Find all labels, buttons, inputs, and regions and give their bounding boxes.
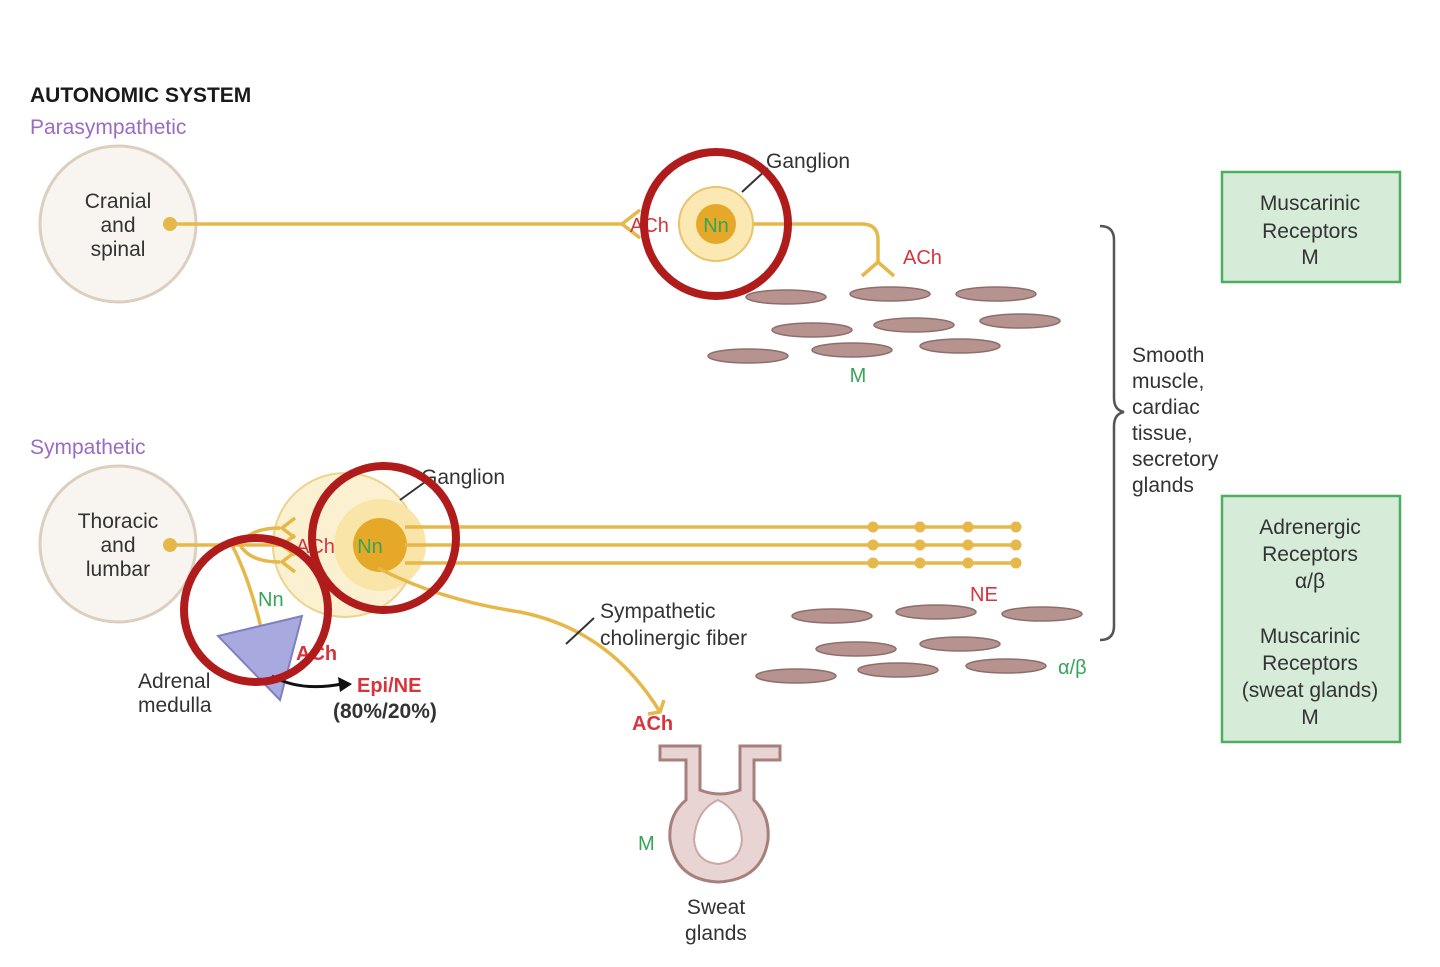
parasympathetic-synapse-terminal [619, 208, 642, 240]
smooth-muscle-cell [707, 348, 789, 364]
smooth-muscle-cell [857, 662, 939, 678]
parasympathetic-postganglionic-ach: ACh [903, 247, 942, 269]
receptor-box-1-line-3: M [1301, 246, 1319, 269]
smooth-muscle-cell [745, 289, 827, 305]
smooth-muscle-cell [849, 286, 931, 302]
parasympathetic-ganglion-nucleus [696, 204, 736, 244]
sweat-label-line-1: Sweat [687, 896, 746, 919]
varicosities [867, 521, 1022, 569]
adrenal-highlight-ring [180, 534, 332, 686]
sympathetic-origin-line-2: and [100, 534, 135, 557]
parasympathetic-section-label: Parasympathetic [30, 116, 186, 139]
sympathetic-ganglion-highlight-ring [308, 462, 460, 614]
diagram-title: AUTONOMIC SYSTEM [30, 84, 251, 107]
sympathetic-origin-line-1: Thoracic [78, 510, 159, 533]
targets-brace [1099, 224, 1125, 642]
parasympathetic-pathway: Cranial and spinal Nn ACh Ganglion ACh [38, 144, 1061, 387]
targets-label-line-2: muscle, [1132, 370, 1204, 393]
smooth-muscle-cell [895, 604, 977, 620]
sympathetic-pregang-branch-bottom [238, 544, 281, 564]
adrenal-label-line-1: Adrenal [138, 670, 210, 693]
parasympathetic-ganglion-label: Ganglion [766, 150, 850, 173]
cholinergic-fiber-pointer [565, 617, 595, 645]
targets-label-line-6: glands [1132, 474, 1194, 497]
parasympathetic-origin-line-3: spinal [91, 238, 146, 261]
sympathetic-ganglion-nucleus [353, 518, 407, 572]
sympathetic-section-label: Sympathetic [30, 436, 146, 459]
sweat-gland [658, 744, 782, 884]
sympathetic-ganglion-label: Ganglion [421, 466, 505, 489]
sympathetic-postganglionic-fibers [405, 521, 1022, 569]
sympathetic-smooth-muscle [755, 604, 1083, 684]
smooth-muscle-cell [873, 317, 955, 333]
epi-release-arrowhead [338, 677, 352, 692]
sympathetic-origin-line-3: lumbar [86, 558, 150, 581]
smooth-muscle-cell [791, 608, 873, 624]
cholinergic-fiber-label-line-1: Sympathetic [600, 600, 716, 623]
adrenal-release-ratio: (80%/20%) [333, 700, 437, 723]
sympathetic-postganglionic-ne: NE [970, 584, 998, 606]
receptor-box-2-line-3: α/β [1295, 570, 1325, 593]
sweat-ach: ACh [632, 713, 673, 735]
muscarinic-receptor-box: Muscarinic Receptors M [1220, 170, 1402, 284]
sweat-label-line-2: glands [685, 922, 747, 945]
targets-label-line-1: Smooth [1132, 344, 1204, 367]
parasympathetic-preganglionic-ach: ACh [630, 215, 669, 237]
parasympathetic-postganglionic-fiber [753, 222, 880, 262]
sweat-gland-terminal [647, 699, 666, 716]
targets-label-line-3: cardiac [1132, 396, 1200, 419]
smooth-muscle-cell [755, 668, 837, 684]
parasympathetic-origin-line-1: Cranial [85, 190, 152, 213]
targets-label: Smooth muscle, cardiac tissue, secretory… [1132, 344, 1219, 497]
sympathetic-synapse-terminal-3 [279, 550, 297, 574]
sympathetic-cholinergic-fiber [377, 566, 662, 713]
parasympathetic-ganglion-receptor: Nn [703, 215, 729, 237]
smooth-muscle-cell [965, 658, 1047, 674]
adrenergic-muscarinic-receptor-box: Adrenergic Receptors α/β Muscarinic Rece… [1220, 494, 1402, 744]
smooth-muscle-cell [811, 342, 893, 358]
sympathetic-ganglion-receptor: Nn [357, 536, 383, 558]
sweat-receptor: M [638, 833, 655, 855]
receptor-box-2-line-2: Receptors [1262, 543, 1358, 566]
adrenal-preganglionic-fiber [230, 544, 264, 633]
smooth-muscle-cell [979, 313, 1061, 329]
receptor-box-2-line-1: Adrenergic [1259, 516, 1361, 539]
parasympathetic-origin-line-2: and [100, 214, 135, 237]
receptor-box-1-line-1: Muscarinic [1260, 192, 1360, 215]
smooth-muscle-cell [1001, 606, 1083, 622]
sympathetic-ganglion-pointer [399, 481, 426, 501]
sweat-gland-lumen [692, 798, 744, 866]
parasympathetic-smooth-muscle [707, 286, 1061, 364]
sympathetic-synapse-terminal-1 [279, 516, 297, 540]
receptor-box-2-line-8: M [1301, 706, 1319, 729]
targets-label-line-4: tissue, [1132, 422, 1193, 445]
smooth-muscle-cell [771, 322, 853, 338]
parasympathetic-target-receptor: M [850, 365, 867, 387]
adrenal-receptor: Nn [258, 589, 284, 611]
adrenal-release: Epi/NE [357, 675, 421, 697]
receptor-box-2-line-6: Receptors [1262, 652, 1358, 675]
sympathetic-pathway: Thoracic and lumbar Nn ACh Ganglion [38, 462, 1087, 945]
parasympathetic-ganglion-highlight-ring [640, 148, 792, 300]
receptor-box-2-line-7: (sweat glands) [1242, 679, 1379, 702]
smooth-muscle-cell [919, 338, 1001, 354]
targets-label-line-5: secretory [1132, 448, 1219, 471]
sympathetic-target-receptor: α/β [1058, 657, 1087, 679]
smooth-muscle-cell [919, 636, 1001, 652]
receptor-box-frame [1220, 494, 1402, 744]
receptor-box-2-line-5: Muscarinic [1260, 625, 1360, 648]
smooth-muscle-cell [955, 286, 1037, 302]
smooth-muscle-cell [815, 641, 897, 657]
receptor-box-frame [1220, 170, 1402, 284]
receptor-box-1-line-2: Receptors [1262, 220, 1358, 243]
adrenal-label-line-2: medulla [138, 694, 212, 717]
cholinergic-fiber-label-line-2: cholinergic fiber [600, 627, 747, 650]
parasympathetic-postganglionic-terminal [860, 259, 896, 278]
adrenal-medulla-cell [216, 614, 304, 702]
